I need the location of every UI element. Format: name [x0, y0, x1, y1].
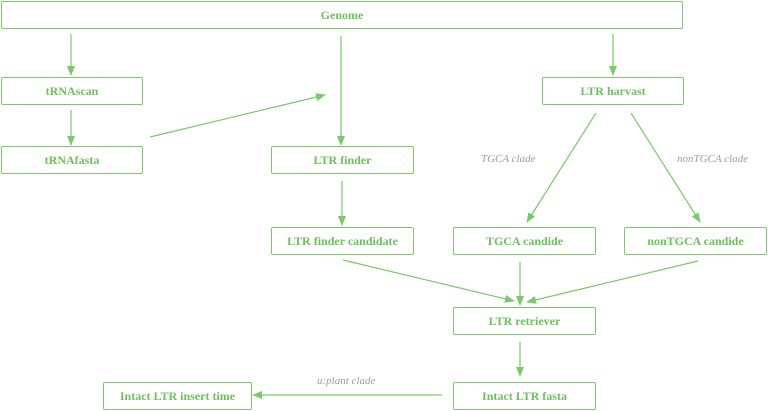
edge-harvest-nontgca: [630, 112, 701, 223]
node-intact-ltr-fasta: Intact LTR fasta: [453, 382, 596, 410]
node-ltr-finder-candidate: LTR finder candidate: [271, 227, 414, 255]
node-intact-ltr-insert-time: Intact LTR insert time: [103, 382, 252, 410]
edge-harvest-tgca: [526, 112, 597, 223]
edge-label-tgca-clade: TGCA clade: [481, 153, 536, 165]
node-nontgca-candidate: nonTGCA candide: [624, 227, 767, 255]
edge-nontgca-retriever: [526, 260, 699, 304]
edge-label-plant-clade: u:plant clade: [317, 375, 376, 387]
edge-finder-candidate-retriever: [342, 259, 515, 303]
node-tgca-candidate: TGCA candide: [453, 227, 596, 255]
node-ltr-retriever: LTR retriever: [453, 307, 596, 335]
node-ltr-finder: LTR finder: [271, 146, 414, 174]
node-ltr-harvest: LTR harvast: [542, 77, 684, 105]
node-genome: Genome: [1, 1, 683, 29]
node-trnascan: tRNAscan: [1, 77, 143, 105]
edge-label-nontgca-clade: nonTGCA clade: [677, 153, 748, 165]
node-trnafasta: tRNAfasta: [1, 146, 143, 174]
edge-trnafasta-ltr-finder: [149, 93, 326, 138]
